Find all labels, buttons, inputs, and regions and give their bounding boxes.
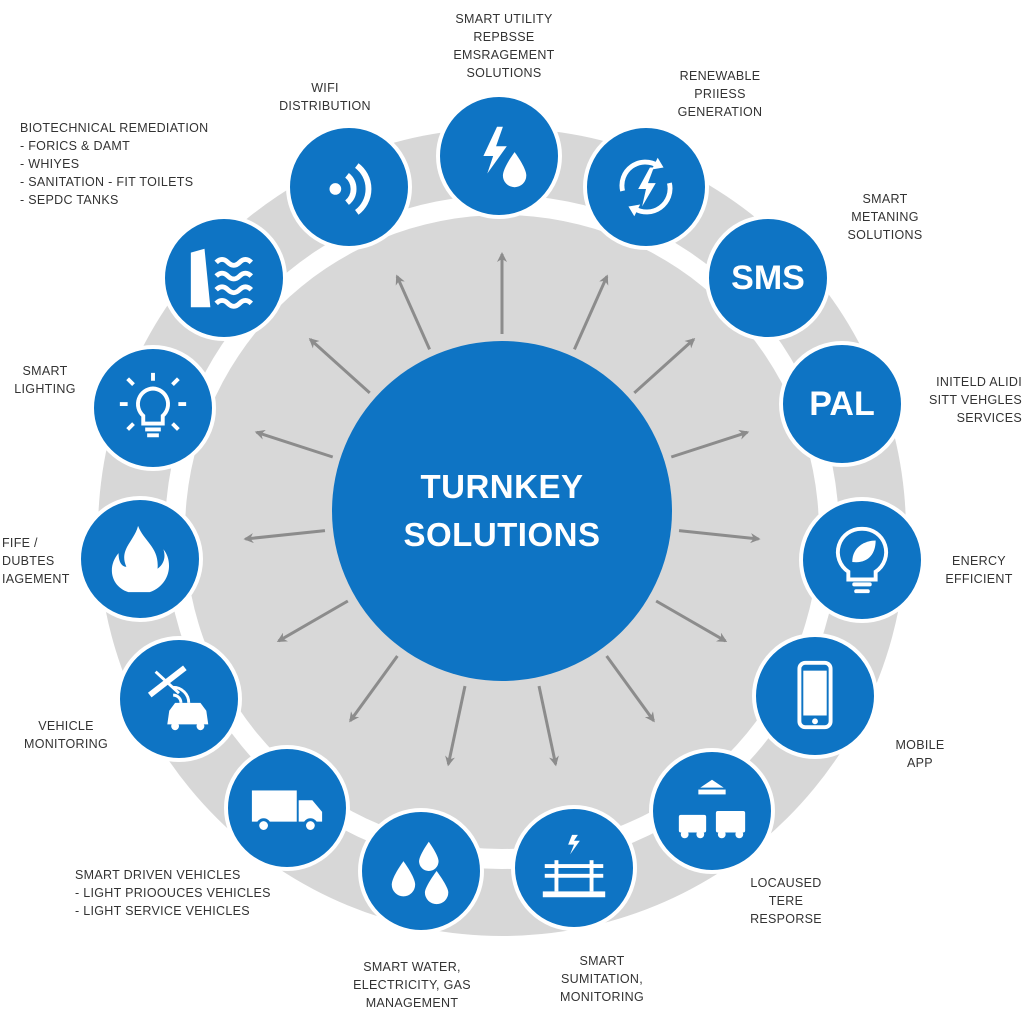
- node-wifi: [286, 124, 412, 250]
- node-smart-lighting: [90, 345, 216, 471]
- radial-arrow: [349, 655, 399, 723]
- radial-arrow: [670, 429, 750, 459]
- label-smart-lighting: SMART LIGHTING: [14, 364, 76, 396]
- node-smart-water: [358, 808, 484, 934]
- label-emergency-response: LOCAUSED TERE RESPORSE: [750, 876, 822, 926]
- node-biotechnical: [161, 215, 287, 341]
- label-pal-services: INITELD ALIDI SITT VEHGLES SERVICES: [929, 375, 1022, 425]
- label-smart-water: SMART WATER, ELECTRICITY, GAS MANAGEMENT: [353, 960, 471, 1010]
- radial-arrow: [243, 529, 326, 544]
- radial-arrow: [678, 529, 761, 544]
- label-wifi-distribution: WIFI DISTRIBUTION: [279, 81, 371, 113]
- node-energy-efficient: [799, 497, 925, 623]
- label-smart-metaning: SMART METANING SOLUTIONS: [847, 192, 923, 242]
- pal-label: PAL: [809, 384, 875, 423]
- smartphone-icon: [797, 660, 833, 730]
- node-mobile-app: [752, 633, 878, 759]
- fire-icon: [111, 525, 170, 593]
- center-hub: TURNKEY SOLUTIONS: [332, 341, 672, 681]
- node-smart-utility: [436, 93, 562, 219]
- label-smart-sumitation: SMART SUMITATION, MONITORING: [559, 954, 645, 1004]
- emergency-vehicles-icon: [678, 779, 746, 839]
- label-energy-efficient: ENERCY EFFICIENT: [945, 554, 1013, 586]
- radial-arrow: [605, 655, 655, 723]
- node-smart-sumitation: [511, 805, 637, 931]
- radial-arrow: [537, 685, 559, 767]
- radial-arrow: [254, 429, 334, 459]
- label-renewable: RENEWABLE PRIIESS GENERATION: [677, 69, 763, 119]
- node-pal: PAL: [779, 341, 905, 467]
- lightbulb-leaf-icon: [835, 526, 889, 594]
- radial-arrow: [276, 599, 349, 643]
- node-emergency-response: [649, 748, 775, 874]
- center-title-line-2: SOLUTIONS: [403, 516, 601, 553]
- radial-arrow: [308, 338, 371, 395]
- factory-water-icon: [190, 248, 254, 309]
- lightbulb-icon: [119, 372, 187, 438]
- radial-arrow: [655, 599, 728, 643]
- label-vehicle-monitoring: VEHICLE MONITORING: [23, 719, 109, 751]
- label-fire-management: FIFE / DUBTES IAGEMENT: [2, 536, 70, 586]
- delivery-truck-icon: [251, 790, 323, 833]
- wifi-icon: [329, 163, 372, 215]
- label-biotechnical-remediation: BIOTECHNICAL REMEDIATION - FORICS & DAMT…: [20, 121, 209, 207]
- radial-arrow: [445, 685, 467, 767]
- water-drops-icon: [391, 841, 449, 905]
- node-renewable: [583, 124, 709, 250]
- sms-label: SMS: [731, 258, 805, 297]
- node-fire-management: [77, 496, 203, 622]
- node-vehicle-monitoring: [116, 636, 242, 762]
- recycle-lightning-icon: [619, 157, 673, 217]
- lightning-water-drop-icon: [483, 126, 527, 188]
- label-mobile-app: MOBILE APP: [895, 738, 945, 770]
- power-grid-icon: [542, 834, 606, 898]
- node-driven-vehicles: [224, 745, 350, 871]
- radial-arrow: [395, 274, 431, 350]
- center-title-line-1: TURNKEY: [420, 468, 584, 505]
- car-monitoring-icon: [147, 665, 209, 731]
- label-smart-driven-vehicles: SMART DRIVEN VEHICLES - LIGHT PRIOOUCES …: [75, 868, 271, 918]
- label-smart-utility: SMART UTILITY REPBSSE EMSRAGEMENT SOLUTI…: [453, 12, 555, 80]
- node-sms: SMS: [705, 215, 831, 341]
- radial-arrow: [573, 274, 609, 350]
- radial-arrow: [633, 338, 696, 395]
